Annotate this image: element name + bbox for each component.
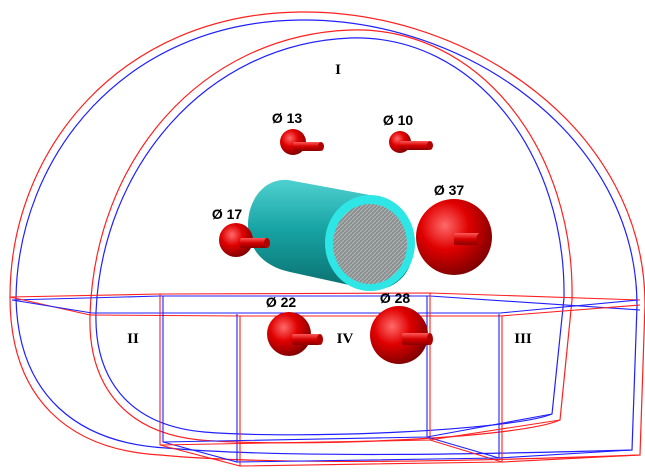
slab-top-edge-blue — [11, 295, 641, 311]
insert-rod — [240, 238, 267, 248]
slab-diag-left-blue — [11, 299, 93, 314]
region-label-top: I — [335, 62, 341, 78]
right-box-red — [429, 293, 503, 463]
slab-wireframe — [9, 292, 641, 467]
region-label-right: III — [514, 331, 532, 347]
insert-rod-cap — [264, 238, 270, 248]
insert-rod-cap — [317, 334, 323, 345]
region-label-left: II — [127, 331, 139, 347]
insert-label-d10: Ø 10 — [383, 112, 414, 128]
inner-shell-blue — [95, 37, 565, 436]
insert-label-d17: Ø 17 — [212, 206, 243, 222]
insert-rod — [292, 334, 320, 345]
bottom-edge-red — [159, 419, 561, 446]
insert-d28 — [370, 306, 433, 364]
insert-rod-cap — [318, 142, 324, 151]
slab-front-edge-red — [89, 304, 641, 317]
insert-label-d13: Ø 13 — [272, 110, 303, 126]
insert-rod — [454, 233, 480, 245]
left-box-red — [159, 294, 241, 467]
bottom-front-red — [239, 454, 641, 467]
cylinder-face — [333, 204, 407, 284]
slab-top-edge-red — [9, 292, 641, 301]
insert-rod-cap — [427, 333, 433, 345]
insert-sphere — [370, 306, 428, 364]
insert-label-d28: Ø 28 — [380, 290, 411, 306]
insert-rod — [293, 142, 321, 151]
bottom-edge-blue — [162, 413, 553, 443]
insert-label-d37: Ø 37 — [434, 182, 465, 198]
insert-d22 — [267, 312, 323, 356]
bottom-front-blue — [236, 449, 633, 463]
inner-shell-red — [89, 29, 573, 444]
insert-sphere — [219, 223, 253, 257]
central-cylinder — [248, 179, 415, 291]
outer-shell-red — [9, 11, 645, 463]
insert-d10 — [389, 131, 433, 153]
insert-d17 — [219, 223, 270, 257]
slab-front-edge-blue — [92, 299, 639, 314]
insert-rod-cap — [476, 233, 484, 245]
left-box-blue — [162, 296, 238, 463]
right-box-blue — [426, 296, 500, 459]
insert-label-d22: Ø 22 — [266, 294, 297, 310]
insert-d13 — [280, 129, 324, 155]
region-label-center: IV — [337, 331, 354, 347]
outer-shell-blue — [15, 19, 638, 456]
insert-rod-cap — [427, 141, 433, 150]
insert-d37 — [416, 199, 492, 275]
insert-rod — [402, 333, 430, 345]
insert-rod — [400, 141, 430, 150]
phantom-shell-outline — [9, 11, 645, 463]
